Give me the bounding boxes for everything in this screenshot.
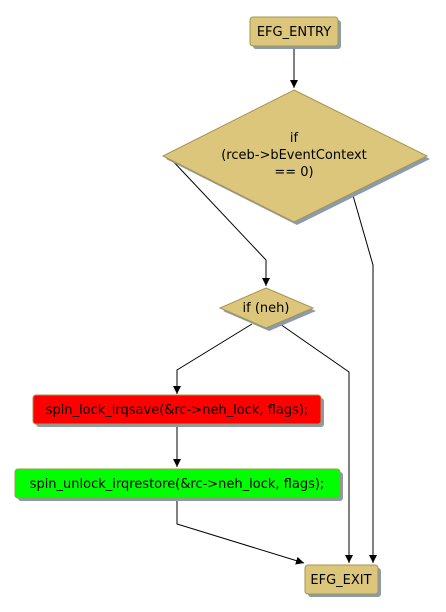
decision-neh-label: if (neh) [243, 301, 290, 316]
unlock-restore-label: spin_unlock_irqrestore(&rc->neh_lock, fl… [30, 477, 325, 492]
edge-unlock-to-exit [176, 499, 305, 565]
exit-node-box [304, 564, 379, 595]
edges [169, 45, 377, 565]
decision-event-context-diamond [161, 89, 429, 223]
decision-neh-node: if (neh) [218, 287, 316, 331]
lock-save-box [32, 394, 322, 425]
exit-node: EFG_EXIT [304, 564, 381, 597]
entry-node-box [249, 16, 339, 47]
edge-if-event-to-if-neh [169, 157, 270, 286]
decision-event-context-line-1: if [290, 131, 299, 146]
entry-node-label: EFG_ENTRY [257, 25, 331, 40]
unlock-restore-node: spin_unlock_irqrestore(&rc->neh_lock, fl… [14, 468, 343, 501]
decision-neh-diamond [218, 287, 315, 329]
decision-event-context-line-2: (rceb->bEventContext [221, 148, 367, 163]
lock-save-node: spin_lock_irqsave(&rc->neh_lock, flags); [32, 394, 324, 427]
decision-event-context-line-3: == 0) [274, 165, 313, 180]
edge-if-neh-to-exit [279, 323, 353, 563]
unlock-restore-box [14, 468, 341, 499]
edge-if-event-to-exit [351, 191, 377, 563]
edge-if-neh-to-lock [173, 323, 253, 394]
exit-node-label: EFG_EXIT [310, 573, 371, 588]
decision-event-context-node: if (rceb->bEventContext == 0) [161, 89, 430, 225]
entry-node: EFG_ENTRY [249, 16, 341, 49]
lock-save-label: spin_lock_irqsave(&rc->neh_lock, flags); [46, 403, 309, 418]
